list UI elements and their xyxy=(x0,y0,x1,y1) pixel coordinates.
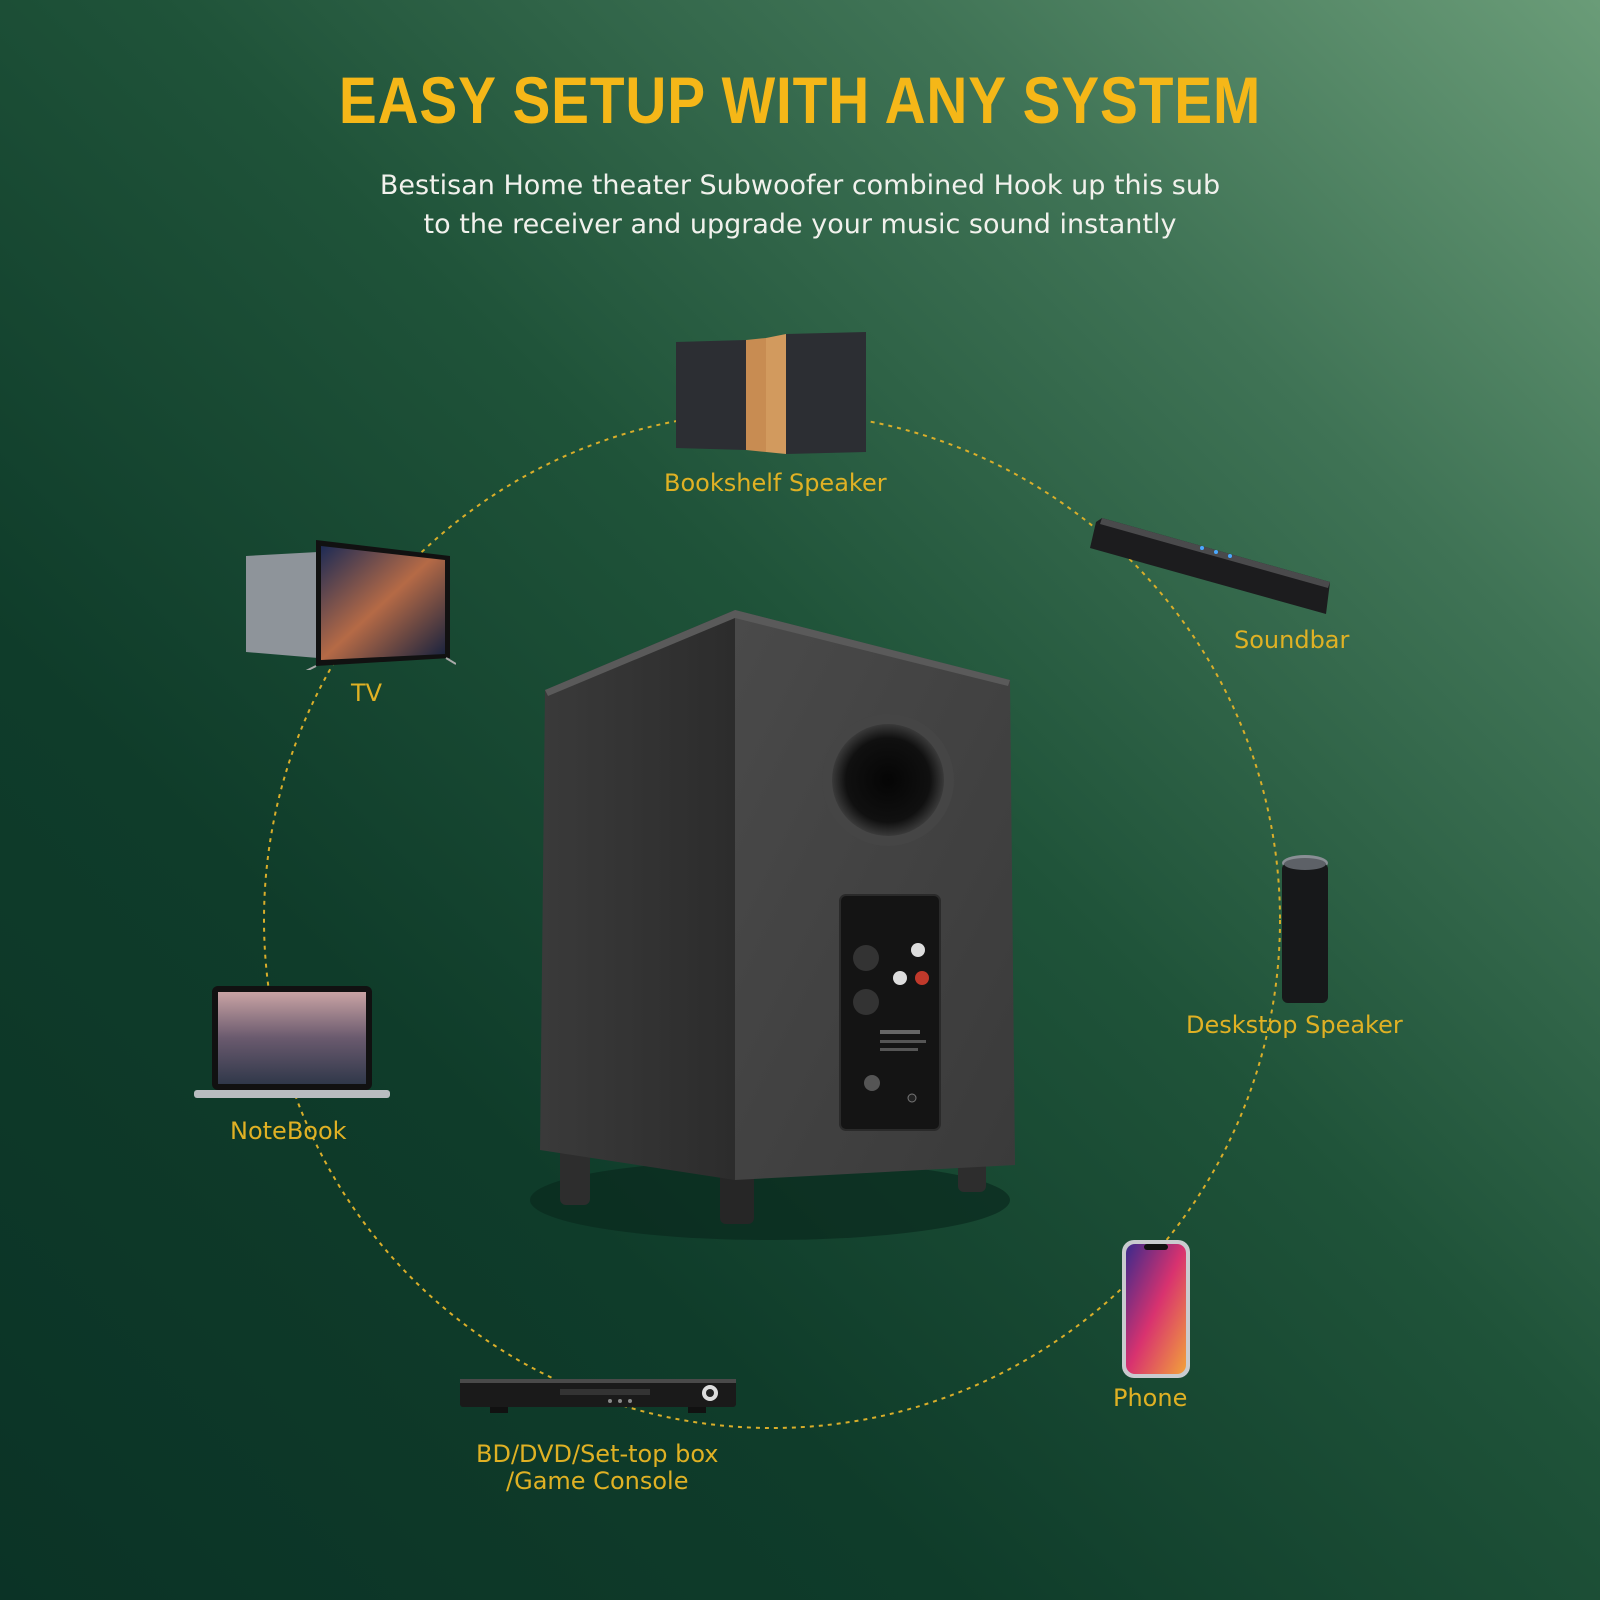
soundbar-icon xyxy=(1090,518,1330,614)
subtitle-line-1: Bestisan Home theater Subwoofer combined… xyxy=(379,170,1221,201)
device-dvd-player xyxy=(460,1375,736,1421)
device-phone xyxy=(1122,1240,1190,1382)
dvd-player-icon xyxy=(460,1379,736,1413)
page-title: EASY SETUP WITH ANY SYSTEM xyxy=(338,63,1262,137)
label-notebook: NoteBook xyxy=(230,1117,347,1145)
label-bookshelf-speaker: Bookshelf Speaker xyxy=(664,469,887,497)
label-soundbar: Soundbar xyxy=(1234,626,1350,654)
bookshelf-speaker-icon xyxy=(676,332,866,454)
device-bookshelf-speaker xyxy=(676,330,866,459)
label-dvd-line-2: /Game Console xyxy=(506,1467,689,1495)
tv-icon xyxy=(246,540,457,673)
device-notebook xyxy=(194,986,390,1106)
label-dvd-line-1: BD/DVD/Set-top box xyxy=(476,1440,719,1468)
device-desktop-speaker xyxy=(1280,855,1330,1011)
label-phone: Phone xyxy=(1113,1384,1188,1412)
subtitle-line-2: to the receiver and upgrade your music s… xyxy=(423,209,1177,240)
label-tv: TV xyxy=(351,679,383,707)
page-subtitle: Bestisan Home theater Subwoofer combined… xyxy=(300,166,1300,244)
label-desktop-speaker: Deskstop Speaker xyxy=(1186,1011,1403,1039)
desktop-speaker-icon xyxy=(1282,855,1328,1003)
device-tv xyxy=(246,540,457,674)
device-soundbar xyxy=(1090,518,1330,622)
phone-icon xyxy=(1122,1240,1190,1378)
notebook-icon xyxy=(194,986,390,1098)
label-dvd-player: BD/DVD/Set-top box /Game Console xyxy=(476,1441,718,1495)
